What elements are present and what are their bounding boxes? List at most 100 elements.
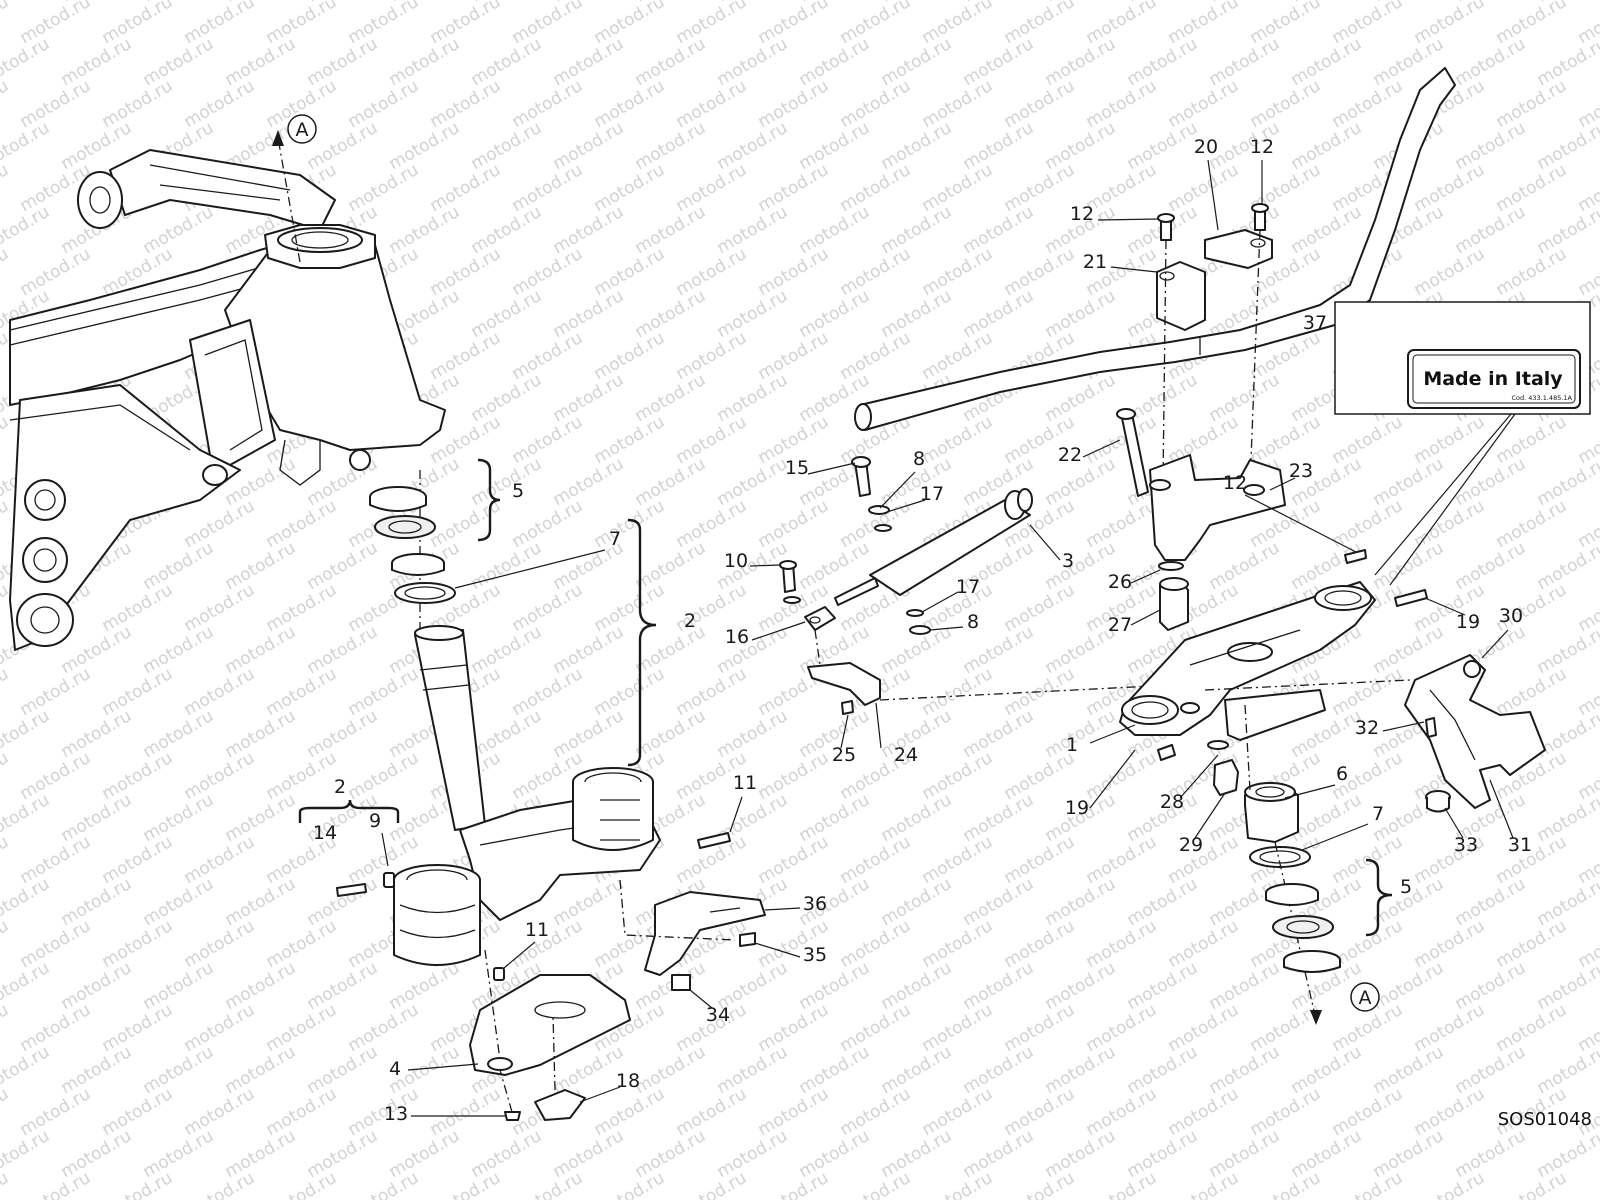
ref-letter-a-top: A [296, 119, 309, 141]
watermark-text: motod.ru [1452, 538, 1530, 594]
watermark-text: motod.ru [17, 1168, 95, 1200]
watermark-text: motod.ru [222, 958, 300, 1014]
callout-label-27: 27 [1108, 614, 1132, 636]
watermark-text: motod.ru [222, 706, 300, 762]
watermark-text: motod.ru [1534, 118, 1600, 174]
watermark-text: motod.ru [755, 496, 833, 552]
watermark-text: motod.ru [550, 370, 628, 426]
callout-leader-27 [1130, 609, 1161, 626]
watermark-text: motod.ru [714, 286, 792, 342]
watermark-text: motod.ru [17, 244, 95, 300]
watermark-text: motod.ru [591, 664, 669, 720]
watermark-text: motod.ru [550, 874, 628, 930]
watermark-text: motod.ru [714, 1042, 792, 1098]
watermark-text: motod.ru [591, 76, 669, 132]
watermark-text: motod.ru [1534, 790, 1600, 846]
watermark-text: motod.ru [345, 664, 423, 720]
watermark-text: motod.ru [1452, 1042, 1530, 1098]
watermark-text: motod.ru [1042, 286, 1120, 342]
watermark-text: motod.ru [1124, 874, 1202, 930]
watermark-text: motod.ru [17, 748, 95, 804]
callout-leader-20 [1207, 159, 1219, 231]
watermark-text: motod.ru [1411, 412, 1489, 468]
watermark-text: motod.ru [58, 1042, 136, 1098]
watermark-text: motod.ru [919, 916, 997, 972]
watermark-text: motod.ru [1534, 958, 1600, 1014]
watermark-text: motod.ru [1493, 76, 1571, 132]
watermark-text: motod.ru [1452, 454, 1530, 510]
watermark-text: motod.ru [919, 1168, 997, 1200]
watermark-text: motod.ru [181, 580, 259, 636]
watermark-text: motod.ru [919, 412, 997, 468]
watermark-text: motod.ru [140, 622, 218, 678]
watermark-text: motod.ru [714, 370, 792, 426]
watermark-text: motod.ru [99, 1168, 177, 1200]
watermark-text: motod.ru [1329, 1084, 1407, 1140]
watermark-text: motod.ru [1165, 1084, 1243, 1140]
watermark-text: motod.ru [99, 664, 177, 720]
watermark-text: motod.ru [99, 76, 177, 132]
callout-leader-29 [1194, 792, 1226, 839]
watermark-text: motod.ru [591, 328, 669, 384]
callout-leader-34 [689, 989, 713, 1009]
watermark-text: motod.ru [1493, 244, 1571, 300]
watermark-text: motod.ru [181, 748, 259, 804]
watermark-text: motod.ru [1001, 0, 1079, 48]
callout-label-28: 28 [1160, 791, 1184, 813]
watermark-text: motod.ru [1411, 0, 1489, 48]
watermark-text: motod.ru [960, 706, 1038, 762]
watermark-text: motod.ru [1001, 916, 1079, 972]
watermark-text: motod.ru [509, 328, 587, 384]
watermark-text: motod.ru [99, 916, 177, 972]
callout-label-37: 37 [1303, 312, 1327, 334]
watermark-text: motod.ru [0, 1042, 53, 1098]
watermark-text: motod.ru [837, 328, 915, 384]
watermark-text: motod.ru [878, 286, 956, 342]
upper-triple-clamp [1119, 549, 1428, 1016]
watermark-text: motod.ru [427, 244, 505, 300]
watermark-text: motod.ru [919, 76, 997, 132]
watermark-text: motod.ru [0, 118, 53, 174]
watermark-text: motod.ru [878, 1042, 956, 1098]
callout-leader-26 [1130, 569, 1161, 584]
watermark-text: motod.ru [1165, 832, 1243, 888]
watermark-text: motod.ru [0, 244, 12, 300]
callout-label-4: 4 [389, 1058, 401, 1080]
watermark-text: motod.ru [17, 0, 95, 48]
watermark-text: motod.ru [1493, 0, 1571, 48]
watermark-text: motod.ru [673, 328, 751, 384]
watermark-text: motod.ru [1411, 916, 1489, 972]
watermark-text: motod.ru [1534, 622, 1600, 678]
watermark-text: motod.ru [1124, 958, 1202, 1014]
watermark-text: motod.ru [304, 706, 382, 762]
watermark-text: motod.ru [1370, 958, 1448, 1014]
watermark-text: motod.ru [673, 160, 751, 216]
watermark-text: motod.ru [0, 664, 12, 720]
watermark-text: motod.ru [1288, 202, 1366, 258]
watermark-text: motod.ru [1288, 118, 1366, 174]
watermark-text: motod.ru [0, 916, 12, 972]
watermark-text: motod.ru [591, 496, 669, 552]
callout-label-8: 8 [967, 611, 979, 633]
watermark-text: motod.ru [591, 580, 669, 636]
watermark-text: motod.ru [0, 748, 12, 804]
watermark-text: motod.ru [304, 622, 382, 678]
watermark-text: motod.ru [673, 496, 751, 552]
callout-leader-10 [749, 564, 781, 567]
watermark-text: motod.ru [140, 34, 218, 90]
callout-label-8: 8 [913, 448, 925, 470]
watermark-text: motod.ru [58, 958, 136, 1014]
watermark-text: motod.ru [796, 202, 874, 258]
watermark-text: motod.ru [58, 790, 136, 846]
watermark-text: motod.ru [263, 1168, 341, 1200]
watermark-text: motod.ru [99, 580, 177, 636]
watermark-text: motod.ru [1329, 0, 1407, 48]
watermark-text: motod.ru [345, 160, 423, 216]
watermark-text: motod.ru [140, 874, 218, 930]
watermark-text: motod.ru [17, 1000, 95, 1056]
watermark-text: motod.ru [1329, 76, 1407, 132]
callout-label-23: 23 [1289, 460, 1313, 482]
watermark-text: motod.ru [632, 538, 710, 594]
watermark-text: motod.ru [1452, 874, 1530, 930]
watermark-text: motod.ru [1452, 118, 1530, 174]
